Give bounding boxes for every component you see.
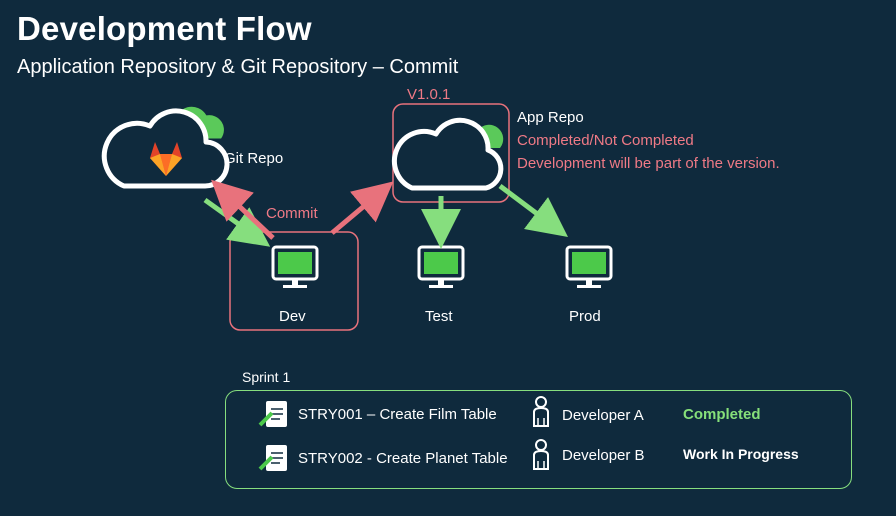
app-repo-cloud-icon [391,117,504,191]
story-2-status-badge: Work In Progress [683,446,799,462]
story-1-title: STRY001 – Create Film Table [298,406,497,423]
prod-monitor-icon [565,245,613,288]
env-dev-label: Dev [279,308,306,325]
story-2-developer: Developer B [562,447,645,464]
story-1-status-badge: Completed [683,406,761,423]
app-repo-to-prod-arrow [498,184,568,237]
story-2-title: STRY002 - Create Planet Table [298,450,508,467]
story-1-document-pencil-icon [258,401,287,427]
dev-box [229,231,359,331]
dev-monitor-icon [271,245,319,288]
test-monitor-icon [417,245,465,288]
git-repo-cloud-icon [101,106,230,189]
app-repo-note-status: Completed/Not Completed [517,132,694,149]
sprint-label: Sprint 1 [242,369,291,385]
story-2-document-pencil-icon [258,445,287,471]
version-label: V1.0.1 [407,86,451,103]
dev-to-git-commit-arrow [211,179,275,240]
gitlab-logo-icon [150,142,182,176]
page-title: Development Flow [17,10,312,47]
developer-a-icon [533,396,549,427]
env-prod-label: Prod [569,308,601,325]
sprint-box [225,390,852,489]
developer-b-icon [533,439,549,470]
story-1-developer: Developer A [562,407,644,424]
app-repo-label: App Repo [517,109,584,126]
dev-to-app-repo-commit-arrow [330,181,394,235]
commit-label: Commit [266,205,318,222]
git-repo-label: Git Repo [224,150,284,167]
page-subtitle: Application Repository & Git Repository … [17,56,459,78]
env-test-label: Test [425,308,453,325]
app-repo-note-version: Development will be part of the version. [517,155,780,172]
